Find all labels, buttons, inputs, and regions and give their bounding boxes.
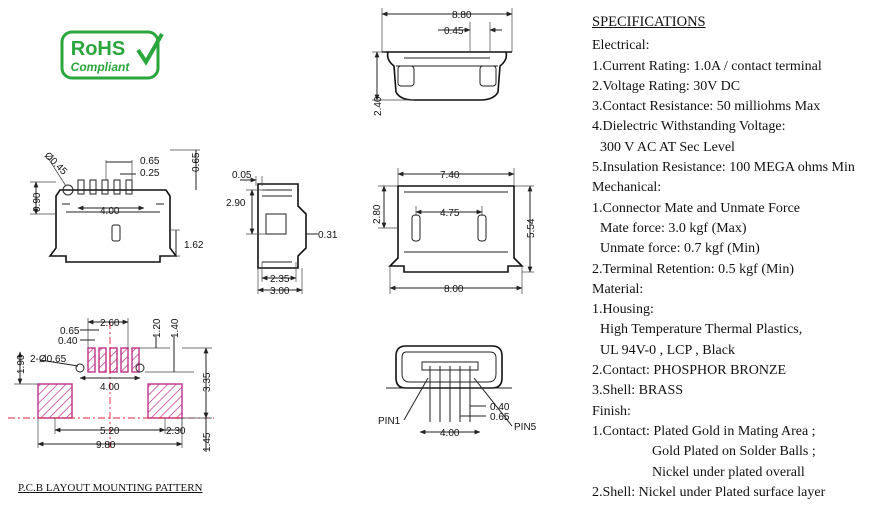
dim-5-54-front: 5.54 xyxy=(526,218,537,238)
pcb-pin-pad-1 xyxy=(87,347,96,373)
dim-1-20-pcb: 1.20 xyxy=(152,318,163,338)
spec-line: Material: xyxy=(592,281,644,297)
spec-line: Finish: xyxy=(592,403,631,419)
front-view: 7.40 2.80 4.75 5.54 8.00 xyxy=(372,168,537,295)
dim-0-65-pcb: 0.65 xyxy=(60,326,80,337)
dim-0-65-rear-b: 0.65 xyxy=(191,152,202,172)
dim-7-40-front: 7.40 xyxy=(440,170,460,181)
dim-3-00-side: 3.00 xyxy=(270,286,290,297)
side-view: 0.05 2.90 0.31 2.35 3.00 xyxy=(226,170,338,297)
pcb-layout: 2.60 0.65 0.40 1.20 1.40 1.90 2-Ø0.65 4.… xyxy=(8,318,214,452)
spec-line: 2.Terminal Retention: 0.5 kgf (Min) xyxy=(592,261,794,277)
spec-line: Unmate force: 0.7 kgf (Min) xyxy=(600,241,760,257)
dim-1-45-pcb: 1.45 xyxy=(202,432,213,452)
dim-dia-0-45: Ø0.45 xyxy=(42,150,69,177)
spec-line: 3.Contact Resistance: 50 milliohms Max xyxy=(592,99,821,115)
dim-4-00-face: 4.00 xyxy=(440,428,460,439)
spec-line: Mate force: 3.0 kgf (Max) xyxy=(600,220,747,236)
pcb-pin-pad-5 xyxy=(131,347,140,373)
top-view: 8.80 0.45 2.40 xyxy=(372,8,513,116)
spec-line: 5.Insulation Resistance: 100 MEGA ohms M… xyxy=(592,160,855,176)
dim-0-05-side: 0.05 xyxy=(232,170,252,181)
dim-2-90-side: 2.90 xyxy=(226,198,246,209)
dim-0-45-top: 0.45 xyxy=(444,26,464,37)
rohs-badge: RoHS Compliant xyxy=(60,30,164,80)
check-icon xyxy=(136,33,164,66)
rear-view: Ø0.45 0.65 0.25 0.65 0.90 4.00 1.62 xyxy=(30,149,204,263)
pcb-pin-pad-2 xyxy=(98,347,107,373)
dim-1-90-pcb: 1.90 xyxy=(16,354,27,374)
dim-3-35-pcb: 3.35 xyxy=(202,372,213,392)
spec-line: 300 V AC AT Sec Level xyxy=(600,139,735,155)
rear-pins xyxy=(77,179,133,195)
specifications-title: SPECIFICATIONS xyxy=(592,14,706,30)
spec-line: 2.Shell: Nickel under Plated surface lay… xyxy=(592,484,826,500)
dim-1-62-rear: 1.62 xyxy=(184,240,204,251)
pcb-pin-pad-3 xyxy=(109,347,118,373)
dim-5-20-pcb: 5.20 xyxy=(100,426,120,437)
face-view: PIN1 PIN5 0.40 0.65 4.00 xyxy=(378,345,537,439)
dim-2-80-front: 2.80 xyxy=(372,204,383,224)
dim-0-65-face: 0.65 xyxy=(490,412,510,423)
dim-9-80-pcb: 9.80 xyxy=(96,440,116,451)
pin1-label: PIN1 xyxy=(378,416,401,427)
pcb-layout-caption: P.C.B LAYOUT MOUNTING PATTERN xyxy=(18,482,203,494)
spec-line: Mechanical: xyxy=(592,180,662,196)
dim-1-40-pcb: 1.40 xyxy=(170,318,181,338)
spec-line: Nickel under plated overall xyxy=(652,464,805,480)
dim-2-dia-0-65-pcb: 2-Ø0.65 xyxy=(30,354,67,365)
dim-0-40-pcb: 0.40 xyxy=(58,336,78,347)
spec-line: 1.Current Rating: 1.0A / contact termina… xyxy=(592,58,822,74)
dim-0-90-rear: 0.90 xyxy=(32,192,43,212)
pin5-label: PIN5 xyxy=(514,422,537,433)
dim-4-75-front: 4.75 xyxy=(440,208,460,219)
rohs-badge-subtitle: Compliant xyxy=(71,60,131,74)
spec-line: 3.Shell: BRASS xyxy=(592,383,684,399)
dim-0-25-rear: 0.25 xyxy=(140,168,160,179)
dim-0-65-rear-a: 0.65 xyxy=(140,156,160,167)
spec-line: 1.Connector Mate and Unmate Force xyxy=(592,200,800,216)
dim-2-35-side: 2.35 xyxy=(270,274,290,285)
dim-8-00-front: 8.00 xyxy=(444,284,464,295)
rohs-badge-title: RoHS xyxy=(71,38,125,60)
rohs-badge-frame xyxy=(60,30,160,80)
dim-0-31-side: 0.31 xyxy=(318,230,338,241)
pcb-pad-right xyxy=(147,383,183,419)
dim-2-40-top: 2.40 xyxy=(373,96,384,116)
dim-2-30-pcb: 2.30 xyxy=(166,426,186,437)
spec-line: 1.Contact: Plated Gold in Mating Area ; xyxy=(592,423,816,439)
spec-line: 1.Housing: xyxy=(592,302,654,318)
spec-line: UL 94V-0 , LCP , Black xyxy=(600,342,735,358)
dim-4-00-pcb: 4.00 xyxy=(100,382,120,393)
pcb-pin-pad-4 xyxy=(120,347,129,373)
pcb-pad-left xyxy=(37,383,73,419)
spec-line: High Temperature Thermal Plastics, xyxy=(600,322,803,338)
dim-8-80-top: 8.80 xyxy=(452,10,472,21)
spec-line: 2.Contact: PHOSPHOR BRONZE xyxy=(592,363,787,379)
dim-2-60-pcb: 2.60 xyxy=(100,318,120,329)
spec-line: 2.Voltage Rating: 30V DC xyxy=(592,78,741,94)
spec-line: 4.Dielectric Withstanding Voltage: xyxy=(592,119,786,135)
specifications-panel: SPECIFICATIONS Electrical: 1.Current Rat… xyxy=(592,12,876,503)
dim-4-00-rear: 4.00 xyxy=(100,206,120,217)
spec-line: Gold Plated on Solder Balls ; xyxy=(652,444,816,460)
spec-line: Electrical: xyxy=(592,38,650,54)
dim-0-40-face: 0.40 xyxy=(490,402,510,413)
